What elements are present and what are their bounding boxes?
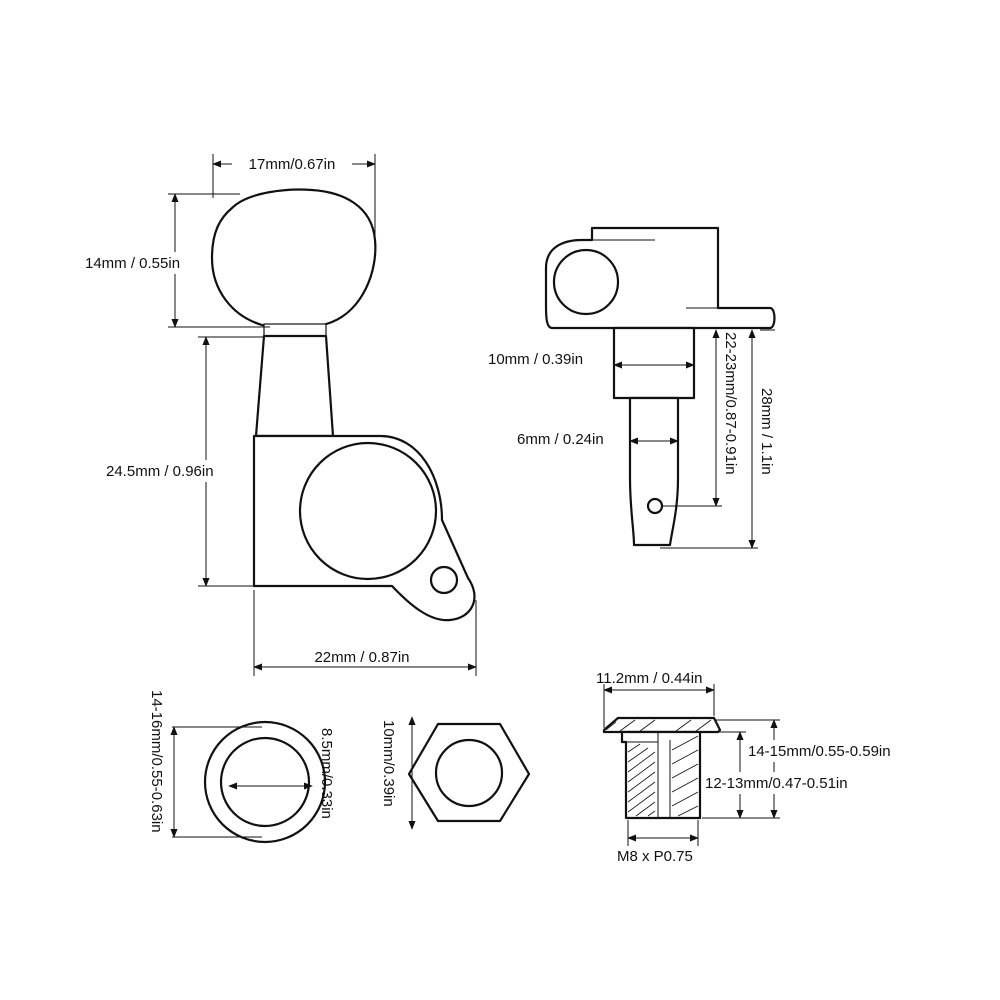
mounting-hole [429,565,459,595]
knob-height-label: 14mm / 0.55in [85,255,180,272]
tuner-shaft [254,334,335,438]
nut-size-label: 10mm/0.39in [380,720,397,807]
bushing-flange-label: 11.2mm / 0.44in [596,670,702,687]
body-height-label: 24.5mm / 0.96in [106,463,214,480]
gear-cover [298,441,438,581]
bushing-outer-label: 14-15mm/0.55-0.59in [748,743,891,760]
post-short-length-label: 22-23mm/0.87-0.91in [722,332,739,475]
front-dimensions: 17mm/0.67in 14mm / 0.55in 24.5mm / 0.96i… [80,154,477,676]
post-total-length-label: 28mm / 1.1in [758,388,775,475]
tuner-front-view [210,188,476,622]
bushing-body [620,730,702,820]
post-top-diameter-label: 10mm / 0.39in [488,351,583,368]
side-gear-circle [552,248,620,316]
thread-label: M8 x P0.75 [617,848,693,865]
string-hole [646,497,664,515]
washer-inner-ring [219,736,311,828]
bushing-inner-label: 12-13mm/0.47-0.51in [705,775,848,792]
bushing-thread-hatch [605,719,712,817]
washer: 14-16mm/0.55-0.63in 8.5mm/0.33in [148,690,335,844]
side-dimensions: 10mm / 0.39in 6mm / 0.24in 22-23mm/0.87-… [488,329,775,549]
washer-outer-ring [203,720,327,844]
tuner-side-view [544,226,776,547]
washer-outer-label: 14-16mm/0.55-0.63in [148,690,165,833]
post-upper [612,326,696,400]
tuner-knob [210,188,377,330]
hex-nut: 10mm/0.39in [380,716,531,830]
body-width-label: 22mm / 0.87in [314,649,409,666]
bushing-dimensions: 11.2mm / 0.44in 14-15mm/0.55-0.59in 12-1… [596,670,935,865]
post-bottom-diameter-label: 6mm / 0.24in [517,431,604,448]
knob-collar [263,323,327,337]
bushing [602,716,722,820]
knob-width-label: 17mm/0.67in [249,156,336,173]
hex-nut-hole [434,738,504,808]
washer-inner-label: 8.5mm/0.33in [318,728,335,819]
post-lower [628,396,680,547]
